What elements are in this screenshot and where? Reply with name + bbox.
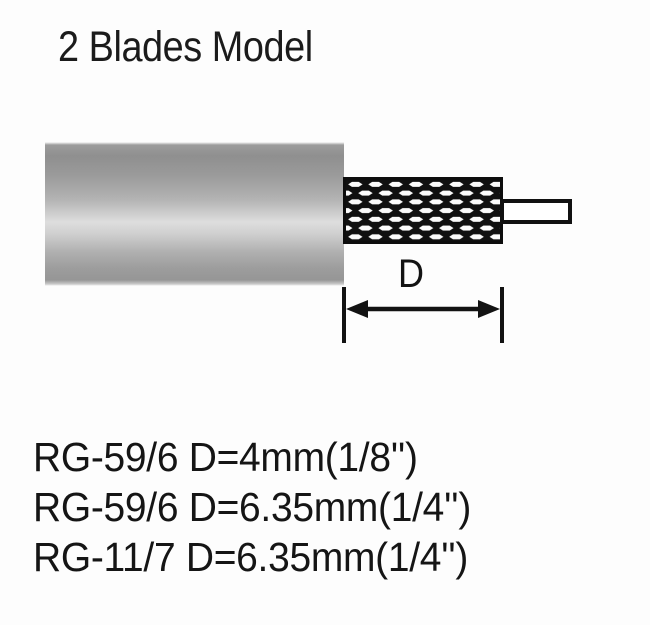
specification-list: RG-59/6 D=4mm(1/8'') RG-59/6 D=6.35mm(1/… xyxy=(33,432,643,582)
braid-mesh-pattern xyxy=(346,180,500,241)
spec-line: RG-11/7 D=6.35mm(1/4'') xyxy=(33,534,469,580)
dimension-extension-line-left xyxy=(342,287,346,343)
spec-line: RG-59/6 D=4mm(1/8'') xyxy=(33,434,418,480)
dimension-extension-line-right xyxy=(500,287,504,343)
dimension-label: D xyxy=(398,252,425,296)
page-title: 2 Blades Model xyxy=(58,23,313,71)
cable-jacket-icon xyxy=(45,142,344,286)
dimension-arrow-icon xyxy=(346,300,500,318)
braid-shield-icon xyxy=(343,177,503,244)
coaxial-cable-diagram: D xyxy=(45,142,572,343)
center-conductor-icon xyxy=(500,199,572,224)
spec-line: RG-59/6 D=6.35mm(1/4'') xyxy=(33,484,472,530)
